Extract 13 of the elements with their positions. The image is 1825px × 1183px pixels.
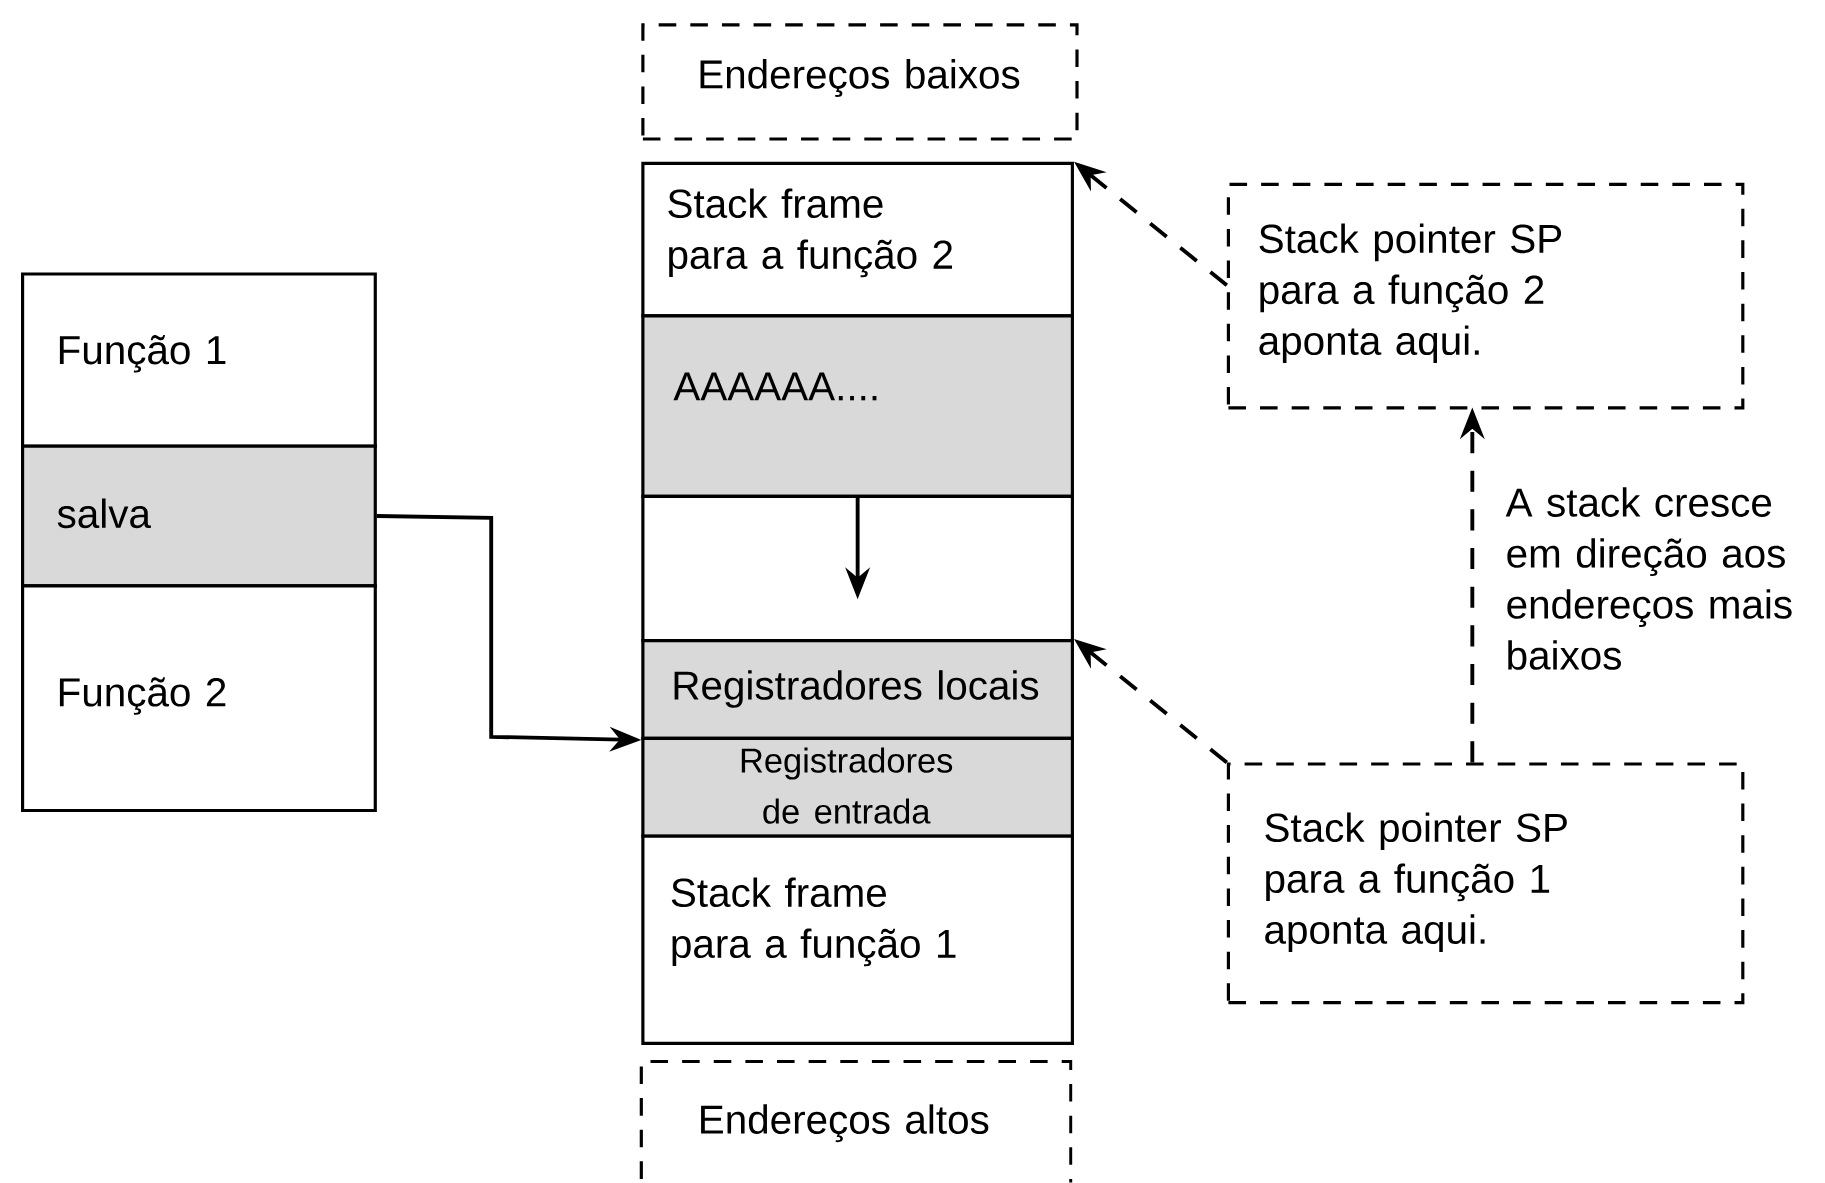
function-box: Função 1 xyxy=(21,272,377,449)
register-box: Registradores locais xyxy=(641,639,1074,741)
pointer-note-box: Stack pointer SP para a função 1 aponta aqui. xyxy=(1226,762,1745,1005)
address-box: Endereços altos xyxy=(639,1060,1073,1183)
register-box: Registradores de entrada xyxy=(641,737,1074,839)
address-box: Endereços baixos xyxy=(641,23,1079,141)
stack-frame-box: Stack frame para a função 2 xyxy=(641,162,1074,318)
buffer-box: AAAAAA.... xyxy=(641,314,1074,499)
edge-label: A stack cresce em direção aos endereços mais baixos xyxy=(1505,487,1825,671)
stack-frame-box: Stack frame para a função 1 xyxy=(641,834,1074,1046)
function-box: Função 2 xyxy=(21,584,377,813)
variable-box: salva xyxy=(21,444,377,588)
pointer-note-box: Stack pointer SP para a função 2 aponta aqui. xyxy=(1226,182,1745,410)
